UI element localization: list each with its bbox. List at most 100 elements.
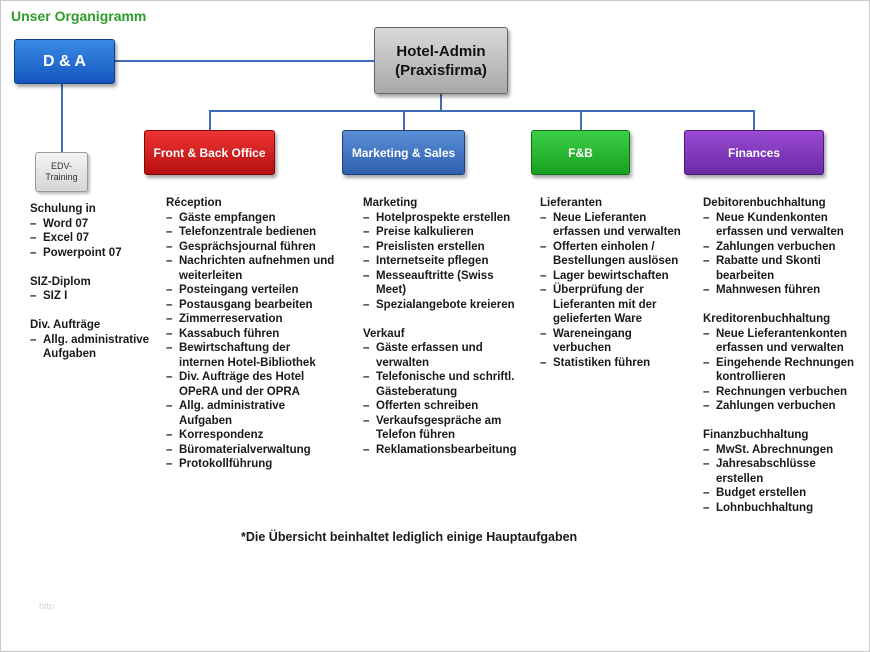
faint-text: http (39, 601, 55, 611)
task-item: Kassabuch führen (166, 327, 338, 342)
task-item: Nachrichten aufnehmen und weiterleiten (166, 254, 338, 283)
task-list: SIZ I (30, 289, 158, 304)
section-heading: Schulung in (30, 203, 96, 215)
task-item: Hotelprospekte erstellen (363, 211, 523, 226)
node-finances: Finances (684, 130, 824, 175)
task-item: Bewirtschaftung der internen Hotel-Bibli… (166, 341, 338, 370)
task-item: Wareneingang verbuchen (540, 327, 688, 356)
dept-fb-label: F&B (568, 145, 593, 160)
connector-horizontal (209, 110, 755, 112)
section-heading: Marketing (363, 197, 418, 209)
task-item: Zahlungen verbuchen (703, 399, 863, 414)
task-item: Rabatte und Skonti bearbeiten (703, 254, 863, 283)
task-item: Rechnungen verbuchen (703, 385, 863, 400)
node-front-back-office: Front & Back Office (144, 130, 275, 175)
task-item: Neue Kundenkonten erfassen und verwalten (703, 211, 863, 240)
node-edv-line2: Training (45, 172, 78, 182)
node-marketing-sales: Marketing & Sales (342, 130, 465, 175)
connector-admin-down (440, 94, 442, 111)
task-item: Gäste empfangen (166, 211, 338, 226)
connector-da-edv (61, 84, 63, 152)
task-item: Spezialangebote kreieren (363, 298, 523, 313)
connector-fb (580, 110, 582, 130)
section-heading: Réception (166, 197, 222, 209)
node-hotel-admin: Hotel-Admin (Praxisfirma) (374, 27, 508, 94)
task-item: Gäste erfassen und verwalten (363, 341, 523, 370)
task-item: Büromaterialverwaltung (166, 443, 338, 458)
task-item: Postausgang bearbeiten (166, 298, 338, 313)
task-item: SIZ I (30, 289, 158, 304)
task-item: Messeauftritte (Swiss Meet) (363, 269, 523, 298)
task-item: Reklamationsbearbeitung (363, 443, 523, 458)
task-list: Gäste erfassen und verwaltenTelefonische… (363, 341, 523, 457)
task-item: Mahnwesen führen (703, 283, 863, 298)
task-list: Neue Lieferantenkonten erfassen und verw… (703, 327, 863, 414)
task-item: Eingehende Rechnungen kontrollieren (703, 356, 863, 385)
section-gap (30, 304, 158, 319)
fb-task-list: LieferantenNeue Lieferanten erfassen und… (540, 196, 688, 370)
task-item: Protokollführung (166, 457, 338, 472)
section-heading: Kreditorenbuchhaltung (703, 313, 831, 325)
task-item: MwSt. Abrechnungen (703, 443, 863, 458)
task-item: Lohnbuchhaltung (703, 501, 863, 516)
marketing-task-list: MarketingHotelprospekte erstellenPreise … (363, 196, 523, 457)
task-item: Telefonische und schriftl. Gästeberatung (363, 370, 523, 399)
section-heading: Finanzbuchhaltung (703, 429, 809, 441)
section-gap (703, 298, 863, 313)
section-heading: Lieferanten (540, 197, 602, 209)
task-item: Zahlungen verbuchen (703, 240, 863, 255)
section-heading: Verkauf (363, 327, 405, 340)
node-da-label: D & A (43, 52, 86, 70)
section-heading: Div. Aufträge (30, 319, 101, 331)
task-item: Zimmerreservation (166, 312, 338, 327)
node-edv-training: EDV- Training (35, 152, 88, 192)
task-item: Powerpoint 07 (30, 246, 158, 261)
task-item: Budget erstellen (703, 486, 863, 501)
connector-da-admin (115, 60, 375, 62)
finances-task-list: DebitorenbuchhaltungNeue Kundenkonten er… (703, 196, 863, 515)
connector-front (209, 110, 211, 130)
page-title: Unser Organigramm (11, 8, 147, 24)
task-item: Allg. administrative Aufgaben (166, 399, 338, 428)
dept-marketing-label: Marketing & Sales (351, 145, 456, 160)
node-fb: F&B (531, 130, 630, 175)
task-item: Posteingang verteilen (166, 283, 338, 298)
section-gap (703, 414, 863, 429)
task-item: Gesprächsjournal führen (166, 240, 338, 255)
task-item: Offerten schreiben (363, 399, 523, 414)
task-item: Div. Aufträge des Hotel OPeRA und der OP… (166, 370, 338, 399)
task-item: Allg. administrative Aufgaben (30, 333, 158, 362)
section-gap (30, 260, 158, 275)
task-list: Allg. administrative Aufgaben (30, 333, 158, 362)
connector-finances (753, 110, 755, 130)
task-item: Überprüfung der Lieferanten mit der geli… (540, 283, 688, 327)
task-item: Jahresabschlüsse erstellen (703, 457, 863, 486)
task-item: Korrespondenz (166, 428, 338, 443)
node-edv-line1: EDV- (50, 161, 72, 171)
task-item: Telefonzentrale bedienen (166, 225, 338, 240)
task-list: Hotelprospekte erstellenPreise kalkulier… (363, 211, 523, 313)
task-item: Neue Lieferantenkonten erfassen und verw… (703, 327, 863, 356)
task-item: Excel 07 (30, 231, 158, 246)
task-list: Neue Kundenkonten erfassen und verwalten… (703, 211, 863, 298)
task-item: Verkaufsgespräche am Telefon führen (363, 414, 523, 443)
task-item: Lager bewirtschaften (540, 269, 688, 284)
section-heading: Debitorenbuchhaltung (703, 197, 826, 209)
node-da: D & A (14, 39, 115, 84)
section-heading: SIZ-Diplom (30, 275, 91, 288)
front-task-list: RéceptionGäste empfangenTelefonzentrale … (166, 196, 338, 472)
task-item: Preislisten erstellen (363, 240, 523, 255)
task-item: Neue Lieferanten erfassen und verwalten (540, 211, 688, 240)
task-list: Word 07Excel 07Powerpoint 07 (30, 217, 158, 261)
node-admin-line2: (Praxisfirma) (395, 61, 487, 79)
task-item: Preise kalkulieren (363, 225, 523, 240)
section-gap (363, 312, 523, 327)
footnote: *Die Übersicht beinhaltet lediglich eini… (241, 530, 578, 544)
task-item: Word 07 (30, 217, 158, 232)
task-list: Neue Lieferanten erfassen und verwaltenO… (540, 211, 688, 371)
node-admin-line1: Hotel-Admin (396, 42, 486, 60)
connector-marketing (403, 110, 405, 130)
da-task-list: Schulung in Word 07Excel 07Powerpoint 07 S… (30, 202, 158, 362)
task-item: Offerten einholen / Bestellungen auslöse… (540, 240, 688, 269)
